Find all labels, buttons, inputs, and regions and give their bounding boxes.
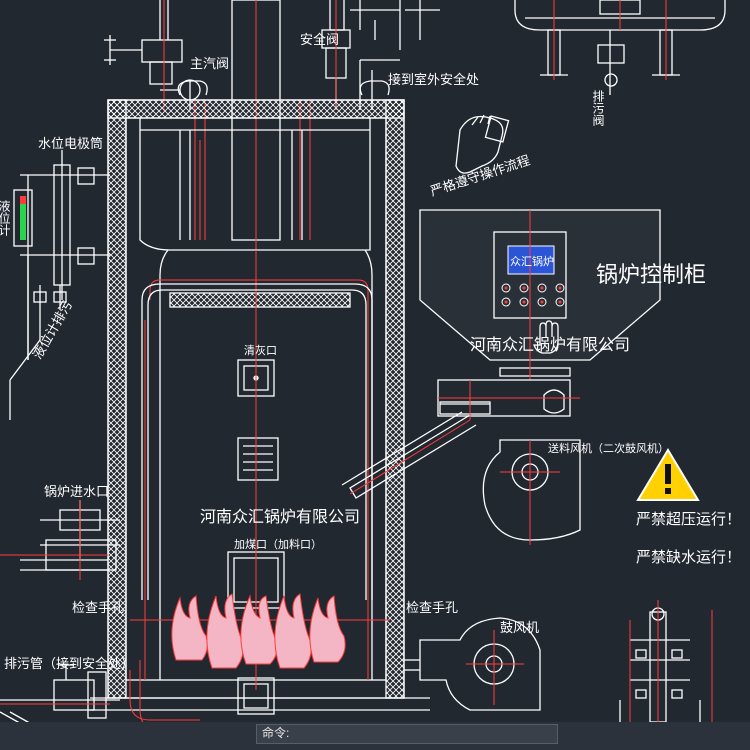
boiler-shell [90,99,430,715]
label-strict-procedure: 严格遵守操作流程 [428,152,532,199]
water-level-assembly [9,150,110,420]
level-glass-top [20,196,26,204]
header-tank-red [553,0,667,80]
label-to-outdoor-safe: 接到室外安全处 [388,72,479,88]
label-level-gauge-drain: 液位计排污 [30,298,75,362]
label-main-steam-valve: 主汽阀 [190,57,229,72]
label-draft-fan: 鼓风机 [500,621,539,636]
cabinet-buttons [501,283,565,307]
label-safety-valve: 安全阀 [300,32,339,48]
label-inspection-hand-hole-left: 检查手孔 [72,601,124,616]
hand-icon [455,114,510,174]
label-warn-no-water: 严禁缺水运行！ [636,548,741,566]
right-gauge-assembly [619,607,701,740]
label-company-body: 河南众汇锅炉有限公司 [200,507,360,526]
command-prompt: 命令: [262,726,290,740]
label-level-gauge: 液位计 [0,199,11,236]
label-inspection-hand-hole-right: 检查手孔 [406,601,458,616]
warning-triangle-icon [636,448,700,501]
cabinet-button-dots [504,286,562,304]
label-blowdown-valve: 排污阀 [591,90,605,127]
label-control-cabinet: 锅炉控制柜 [596,263,706,288]
blower-fan [482,439,581,541]
command-input[interactable] [256,724,558,744]
label-feed-water-inlet: 锅炉进水口 [44,484,109,500]
blower-fan-red [500,440,560,545]
label-company-cabinet: 河南众汇锅炉有限公司 [470,335,630,354]
cabinet-screen-text: 众汇锅炉 [510,255,554,268]
draft-fan-red [466,630,524,705]
level-glass [20,204,26,240]
label-warn-overpressure: 严禁超压运行！ [636,510,741,528]
cursor-hand-icon [533,320,559,354]
air-duct-red [349,380,580,495]
top-red-pipes [163,0,370,240]
label-blowdown-pipe: 排污管（接到安全处） [4,656,134,672]
label-coal-feed-port: 加煤口（加料口） [234,537,322,551]
label-blower: 送料风机（二次鼓风机） [548,441,669,455]
label-water-level-electrode: 水位电极筒 [38,136,103,152]
right-gauge-red [629,600,713,740]
cabinet-screen [507,245,555,275]
flame-icon [171,593,346,669]
side-water-pipes [141,130,373,600]
label-cleaning-port: 清灰口 [244,343,277,357]
